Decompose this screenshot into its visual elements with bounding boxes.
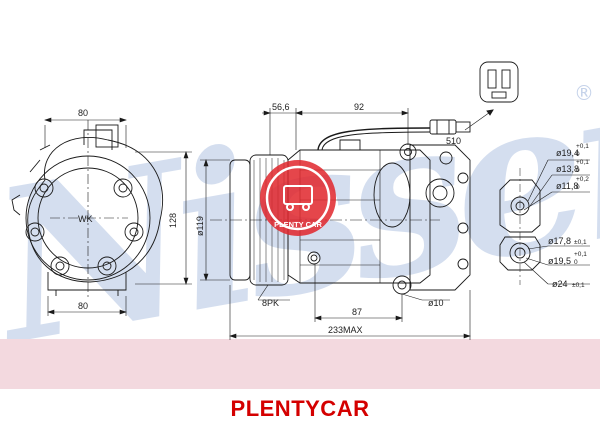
port-suction-3-sub: 0: [576, 184, 580, 191]
connector-detail: [464, 61, 519, 131]
dim-hole-diameter: ø10: [428, 298, 444, 308]
wk-label: WK: [78, 214, 93, 224]
dim-offset-87: 87: [352, 307, 362, 317]
truck-icon: [283, 185, 313, 211]
port-suction-2: ø13,8: [556, 164, 579, 174]
side-view: [210, 119, 471, 295]
dim-pulley-diameter: ø119: [195, 216, 205, 236]
dim-offset-92: 92: [354, 102, 364, 112]
port-suction-3: ø11,8: [556, 181, 578, 191]
dim-offset-56-6: 56,6: [272, 102, 290, 112]
port-discharge-1: ø17,8: [548, 236, 571, 246]
port-discharge-1-tol: ±0,1: [574, 239, 587, 246]
plentycar-stamp: PLENTY CAR: [260, 160, 336, 236]
port-suction-2-sup: +0,1: [576, 159, 589, 166]
dim-cable-length: 510: [446, 136, 461, 146]
port-discharge-2-sub: 0: [574, 259, 578, 266]
dimension-labels: 80 80 128 WK 56,6 92 ø119 8PK 87 ø10 233…: [78, 102, 589, 335]
port-discharge-2-sup: +0,1: [574, 251, 587, 258]
brand-caption: PLENTYCAR: [230, 396, 370, 421]
stamp-text: PLENTY CAR: [274, 220, 322, 229]
port-discharge-3-tol: ±0,1: [572, 282, 585, 289]
port-suction-1: ø19,4: [556, 148, 579, 158]
front-view: [11, 120, 163, 300]
dim-front-width-bottom: 80: [78, 301, 88, 311]
side-dimensions: [200, 108, 471, 340]
registered-mark: ®: [574, 81, 594, 105]
port-suction-1-sup: +0,1: [576, 143, 589, 150]
dim-front-height: 128: [168, 213, 178, 228]
port-discharge-3: ø24: [552, 279, 568, 289]
port-detail: [499, 159, 590, 285]
mounting-lug-holes: [25, 178, 144, 276]
dim-overall-length: 233MAX: [328, 325, 363, 335]
dim-8pk: 8PK: [262, 298, 279, 308]
port-suction-2-sub: 0: [576, 167, 580, 174]
dim-front-width-top: 80: [78, 108, 88, 118]
footer-band: [0, 339, 600, 389]
port-suction-3-sup: +0,2: [576, 176, 589, 183]
port-suction-1-sub: 0: [576, 151, 580, 158]
front-dimensions: [44, 117, 192, 316]
port-discharge-2: ø19,5: [548, 256, 571, 266]
